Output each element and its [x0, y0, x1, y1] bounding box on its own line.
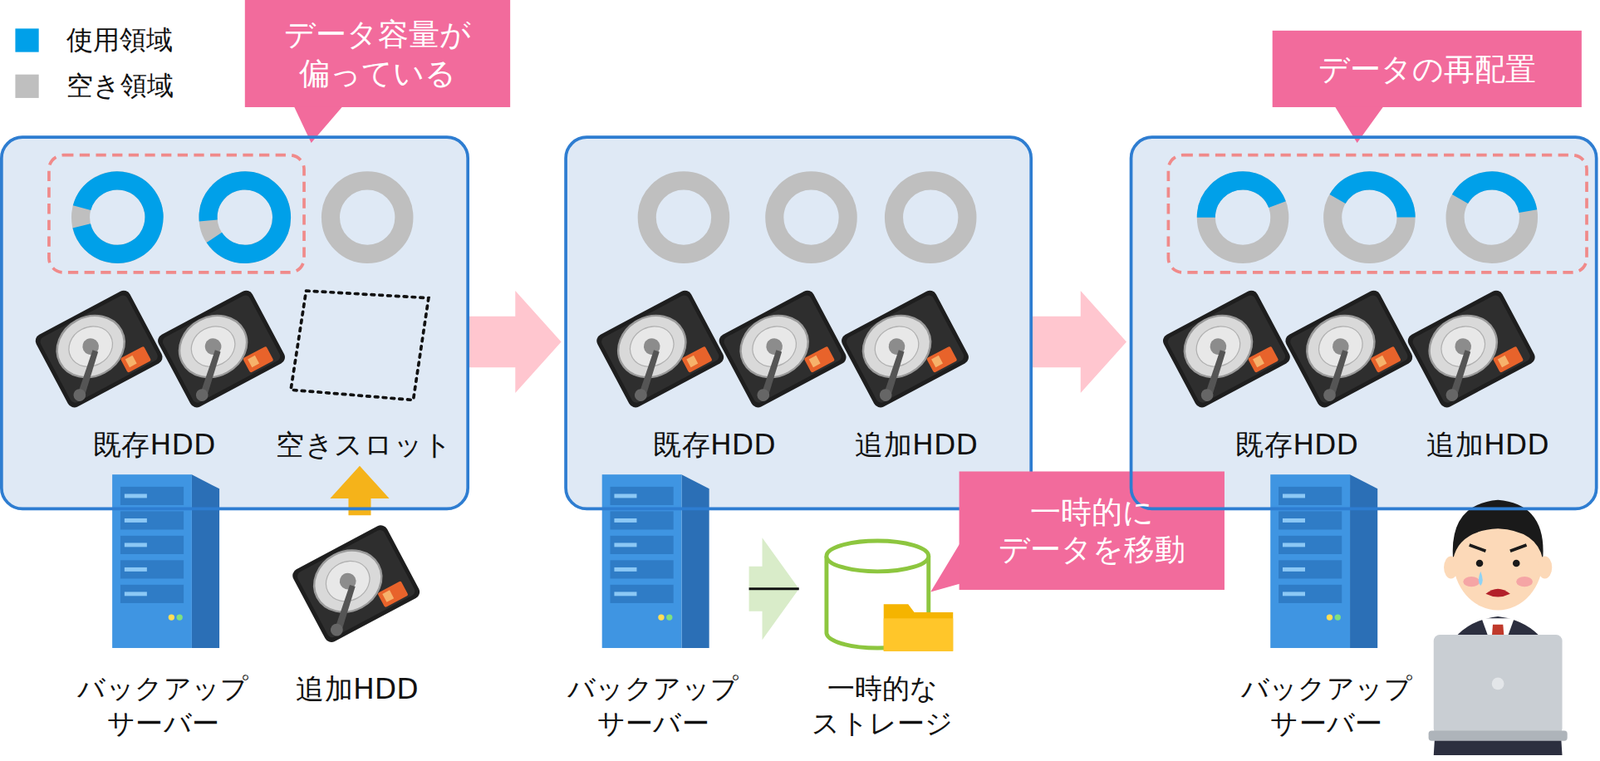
worried-person — [1443, 555, 1458, 579]
panel-fill — [564, 135, 1033, 511]
usage-donut — [1441, 166, 1542, 268]
block-arrow — [1032, 290, 1127, 393]
flow-arrow — [749, 537, 800, 640]
worried-person — [1428, 500, 1568, 756]
server-panel: 既存HDD 追加HDD — [1129, 135, 1599, 511]
node-label: 既存HDD — [1235, 426, 1359, 462]
node-label: 一時的な ストレージ — [805, 671, 959, 741]
node-label: バックアップ サーバー — [1234, 671, 1419, 741]
panel-fill — [0, 135, 470, 511]
callout-box: 一時的に データを移動 — [959, 471, 1225, 589]
server-icon — [112, 474, 220, 648]
usage-donut — [774, 180, 848, 254]
dashed-bracket — [1168, 155, 1587, 273]
hdd-icon — [1282, 288, 1415, 411]
worried-person — [1462, 576, 1480, 587]
usage-donut — [205, 177, 285, 258]
backup-server: バックアップ サーバー — [1230, 471, 1423, 745]
worried-person — [1485, 588, 1510, 598]
flow-arrow — [1032, 290, 1127, 393]
legend-swatch — [14, 28, 39, 52]
worried-person — [1433, 634, 1563, 735]
usage-donut — [72, 171, 162, 262]
hdd-icon — [716, 288, 850, 411]
callout-text: データの再配置 — [1318, 49, 1537, 89]
storage-icon — [826, 540, 953, 652]
storage-icon — [883, 618, 954, 651]
callout-box: データ容量が 偏っている — [245, 0, 511, 108]
hdd-icon — [593, 288, 727, 411]
block-arrow — [469, 290, 562, 393]
flow-arrow — [469, 290, 562, 393]
empty-slot — [290, 290, 429, 400]
worried-person — [1428, 730, 1568, 741]
empty-slot: 空きスロット — [271, 289, 457, 467]
usage-donut — [1206, 180, 1280, 254]
storage-icon — [883, 603, 954, 652]
usage-donut — [330, 180, 404, 254]
connection-line — [749, 587, 800, 590]
added-hdd: 追加HDD — [290, 515, 429, 711]
legend-swatch — [14, 74, 39, 99]
backup-server: バックアップ サーバー — [67, 471, 260, 745]
server-icon — [1270, 474, 1378, 648]
usage-donut — [72, 166, 1542, 268]
callout-box: データの再配置 — [1272, 30, 1582, 108]
dashed-bracket — [49, 155, 1587, 273]
usage-donut — [1206, 180, 1280, 254]
legend-label: 空き領域 — [66, 70, 174, 103]
hdd-icon — [1160, 288, 1293, 411]
hdd-icon — [155, 288, 288, 411]
dashed-bracket — [49, 155, 305, 273]
storage-icon — [826, 540, 929, 572]
node-label: 追加HDD — [1426, 426, 1550, 462]
usage-donut — [1319, 166, 1420, 268]
worried-person — [1512, 559, 1521, 568]
node-label: バックアップ サーバー — [71, 671, 256, 741]
legend-label: 使用領域 — [66, 24, 173, 56]
temp-storage: 一時的な ストレージ — [801, 535, 963, 746]
node-label: 追加HDD — [854, 426, 978, 462]
node-label: 追加HDD — [295, 671, 419, 707]
server-icon — [602, 474, 710, 648]
worried-person — [1492, 677, 1505, 691]
panel-fill — [1129, 135, 1599, 511]
hdd-icon — [289, 522, 423, 645]
panel-fill — [0, 135, 1599, 511]
callout-tail — [294, 106, 1385, 593]
usage-donut — [893, 180, 967, 254]
callout-text: データ容量が 偏っている — [265, 14, 490, 92]
hdd-icon — [33, 288, 166, 411]
worried-person — [1478, 571, 1483, 586]
node-label: 既存HDD — [652, 426, 776, 462]
node-label: バックアップ サーバー — [561, 671, 746, 741]
worried-person — [1516, 576, 1533, 587]
worried-person — [1476, 559, 1484, 568]
hdd-icon — [839, 288, 972, 411]
worried-person — [1469, 544, 1527, 551]
hdd-icon — [1405, 288, 1538, 411]
server-panel: 既存HDD 空きスロット — [0, 135, 470, 511]
server-panel: 既存HDD 追加HDD — [564, 135, 1033, 511]
block-arrow — [749, 537, 800, 640]
usage-donut — [647, 180, 721, 254]
node-label: 空きスロット — [275, 426, 452, 462]
callout-text: 一時的に データを移動 — [979, 492, 1204, 570]
backup-server: バックアップ サーバー — [557, 471, 750, 745]
node-label: 既存HDD — [93, 426, 216, 462]
worried-person — [1537, 555, 1552, 579]
callout-tail — [930, 542, 961, 592]
